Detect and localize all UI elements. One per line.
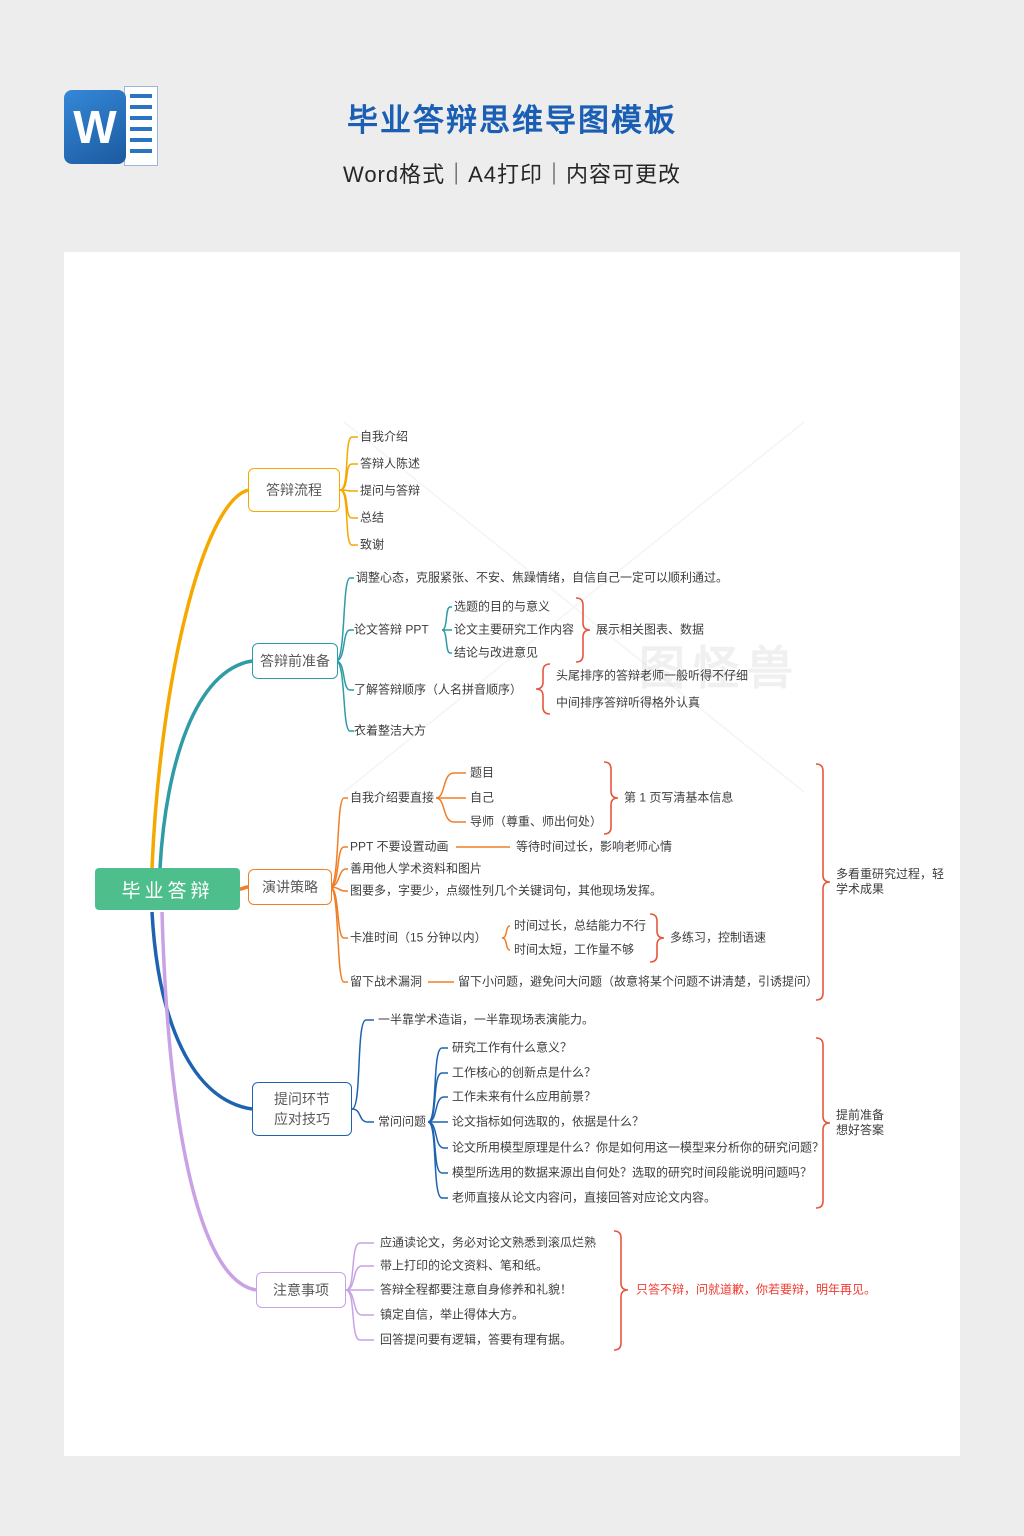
brace-strategy-summary	[815, 763, 831, 1001]
summary-label: 多练习，控制语速	[670, 930, 767, 945]
branch-node-notes: 注意事项	[256, 1272, 346, 1308]
branch4-connectors	[150, 911, 448, 1199]
branch-node-qa-skills-label: 提问环节应对技巧	[274, 1091, 330, 1127]
word-document-icon: W	[64, 86, 164, 168]
brace-order-group	[535, 663, 551, 715]
summary-label: 多看重研究过程，轻学术成果	[836, 867, 945, 896]
subtopic-label: 论文主要研究工作内容	[454, 622, 575, 637]
summary-braces	[535, 597, 831, 1351]
brace-time-summary	[649, 913, 665, 963]
summary-label: 展示相关图表、数据	[596, 622, 705, 637]
word-page-lines	[130, 94, 152, 158]
topic-label: 调整心态，克服紧张、不安、焦躁情绪，自信自己一定可以顺利通过。	[356, 570, 729, 585]
subtopic-label: 老师直接从论文内容问，直接回答对应论文内容。	[452, 1190, 717, 1205]
topic-label: 答辩全程都要注意自身修养和礼貌！	[380, 1282, 573, 1297]
topic-label: 回答提问要有逻辑，答要有理有据。	[380, 1332, 573, 1347]
topic-label: 自我介绍要直接	[350, 790, 435, 805]
topic-label: 答辩人陈述	[360, 456, 421, 471]
watermark: 图怪兽	[639, 642, 801, 694]
branch-node-speech-strategy: 演讲策略	[248, 869, 332, 905]
topic-label: 图要多，字要少，点缀性列几个关键词句，其他现场发挥。	[350, 883, 663, 898]
subtopic-label: 论文指标如何选取的，依据是什么？	[452, 1114, 645, 1129]
subtopic-label: 模型所选用的数据来源出自何处？选取的研究时间段能说明问题吗？	[452, 1165, 813, 1180]
branch5-connectors	[160, 911, 374, 1341]
subtopic-label: 选题的目的与意义	[454, 599, 551, 614]
subtopic-label: 论文所用模型原理是什么？你是如何用这一模型来分析你的研究问题？	[452, 1140, 825, 1155]
subtopic-label: 导师（尊重、师出何处）	[470, 814, 603, 829]
brace-notes-summary	[613, 1230, 629, 1351]
page-title: 毕业答辩思维导图模板	[347, 103, 677, 138]
word-logo-letter: W	[73, 101, 117, 153]
summary-label: 提前准备想好答案	[836, 1108, 885, 1137]
root-node: 毕业答辩	[95, 868, 240, 910]
topic-label: 带上打印的论文资料、笔和纸。	[380, 1258, 549, 1273]
topic-label: 一半靠学术造诣，一半靠现场表演能力。	[378, 1012, 595, 1027]
branch3-connectors	[239, 772, 511, 983]
subtopic-label: 头尾排序的答辩老师一般听得不仔细	[556, 668, 749, 683]
topic-label: 论文答辩 PPT	[354, 622, 429, 637]
summary-label: 第 1 页写清基本信息	[624, 790, 734, 805]
topic-label: 卡准时间（15 分钟以内）	[350, 930, 487, 945]
document-card: 图怪兽 毕业答辩 答辩流程 答辩前准备 演讲策略 提问环节应对技巧 注意事项 自…	[64, 252, 960, 1456]
topic-label: 应通读论文，务必对论文熟悉到滚瓜烂熟	[380, 1235, 597, 1250]
note-label: 等待时间过长，影响老师心情	[516, 839, 673, 854]
subtopic-label: 时间太短，工作量不够	[514, 942, 635, 957]
watermark-lines	[343, 421, 805, 793]
topic-label: 总结	[360, 510, 385, 525]
word-logo-tile: W	[64, 90, 126, 164]
topic-label: 了解答辩顺序（人名拼音顺序）	[354, 682, 523, 697]
subtopic-label: 工作核心的创新点是什么？	[452, 1065, 597, 1080]
subtopic-label: 时间过长，总结能力不行	[514, 918, 647, 933]
topic-label: 常问问题	[378, 1114, 427, 1129]
branch-node-defense-process: 答辩流程	[248, 468, 340, 512]
note-label: 留下小问题，避免问大问题（故意将某个问题不讲清楚，引诱提问）	[458, 974, 819, 989]
subtopic-label: 工作未来有什么应用前景？	[452, 1089, 597, 1104]
topic-label: 提问与答辩	[360, 483, 421, 498]
topic-label: 致谢	[360, 537, 385, 552]
topic-label: 衣着整洁大方	[354, 723, 427, 738]
subtopic-label: 研究工作有什么意义？	[452, 1040, 573, 1055]
warning-summary-label: 只答不辩，问就道歉，你若要辩，明年再见。	[636, 1282, 877, 1297]
subtopic-label: 中间排序答辩听得格外认真	[556, 695, 701, 710]
topic-label: 镇定自信，举止得体大方。	[380, 1307, 525, 1322]
brace-questions-summary	[815, 1037, 831, 1209]
branch-node-qa-skills: 提问环节应对技巧	[252, 1082, 352, 1136]
branch1-connectors	[150, 436, 358, 869]
subtopic-label: 结论与改进意见	[454, 645, 539, 660]
topic-label: PPT 不要设置动画	[350, 839, 449, 854]
branch-node-preparation: 答辩前准备	[252, 643, 338, 679]
page-subtitle: Word格式｜A4打印｜内容可更改	[342, 162, 682, 187]
topic-label: 善用他人学术资料和图片	[350, 861, 483, 876]
mindmap-connectors	[150, 421, 831, 1351]
topic-label: 自我介绍	[360, 429, 409, 444]
brace-intro-summary	[603, 761, 619, 835]
subtopic-label: 题目	[470, 765, 495, 780]
topic-label: 留下战术漏洞	[350, 974, 423, 989]
brace-ppt-summary	[575, 597, 591, 663]
branch2-connectors	[158, 577, 452, 869]
subtopic-label: 自己	[470, 790, 495, 805]
